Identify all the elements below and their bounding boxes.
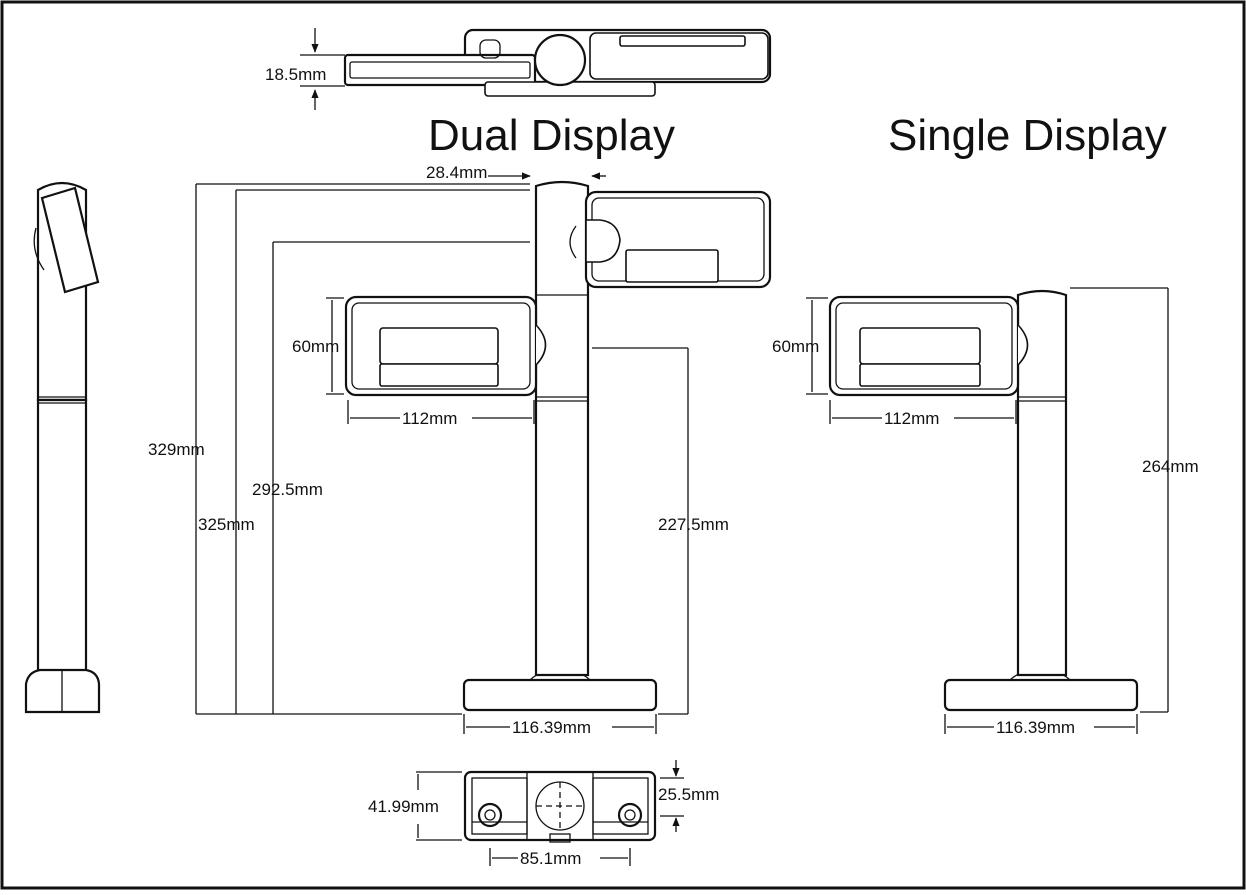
side-view bbox=[24, 181, 101, 714]
dim-dual-329: 329mm bbox=[148, 440, 205, 459]
single-pole bbox=[1016, 289, 1068, 677]
dim-single-60: 60mm bbox=[772, 337, 819, 356]
dim-dual-227: 227.5mm bbox=[658, 515, 729, 534]
single-display-assembly: 60mm 112mm 264mm 116.39mm bbox=[772, 287, 1199, 737]
dim-single-base: 116.39mm bbox=[996, 718, 1075, 737]
dual-base bbox=[462, 678, 658, 712]
dim-base-slot: 25.5mm bbox=[658, 785, 719, 804]
dim-dual-292: 292.5mm bbox=[252, 480, 323, 499]
dim-dual-325: 325mm bbox=[198, 515, 255, 534]
dim-dual-112: 112mm bbox=[402, 409, 457, 428]
dim-single-264: 264mm bbox=[1142, 457, 1199, 476]
dual-pole bbox=[534, 180, 590, 677]
dim-pole-width: 28.4mm bbox=[426, 163, 487, 182]
title-single-display: Single Display bbox=[888, 111, 1167, 160]
dim-base-depth: 41.99mm bbox=[368, 797, 439, 816]
dim-single-112: 112mm bbox=[884, 409, 939, 428]
title-dual-display: Dual Display bbox=[428, 111, 675, 160]
dim-top-depth: 18.5mm bbox=[265, 65, 326, 84]
base-bottom-view: 41.99mm 25.5mm 85.1mm bbox=[368, 760, 719, 868]
dim-base-holes: 85.1mm bbox=[520, 849, 581, 868]
dual-display-assembly: 28.4mm 329mm 325mm 292.5mm 227.5mm 60mm … bbox=[148, 163, 772, 737]
dim-dual-base: 116.39mm bbox=[512, 718, 591, 737]
dim-dual-60: 60mm bbox=[292, 337, 339, 356]
top-view: 18.5mm bbox=[265, 28, 772, 110]
single-base bbox=[943, 678, 1139, 712]
